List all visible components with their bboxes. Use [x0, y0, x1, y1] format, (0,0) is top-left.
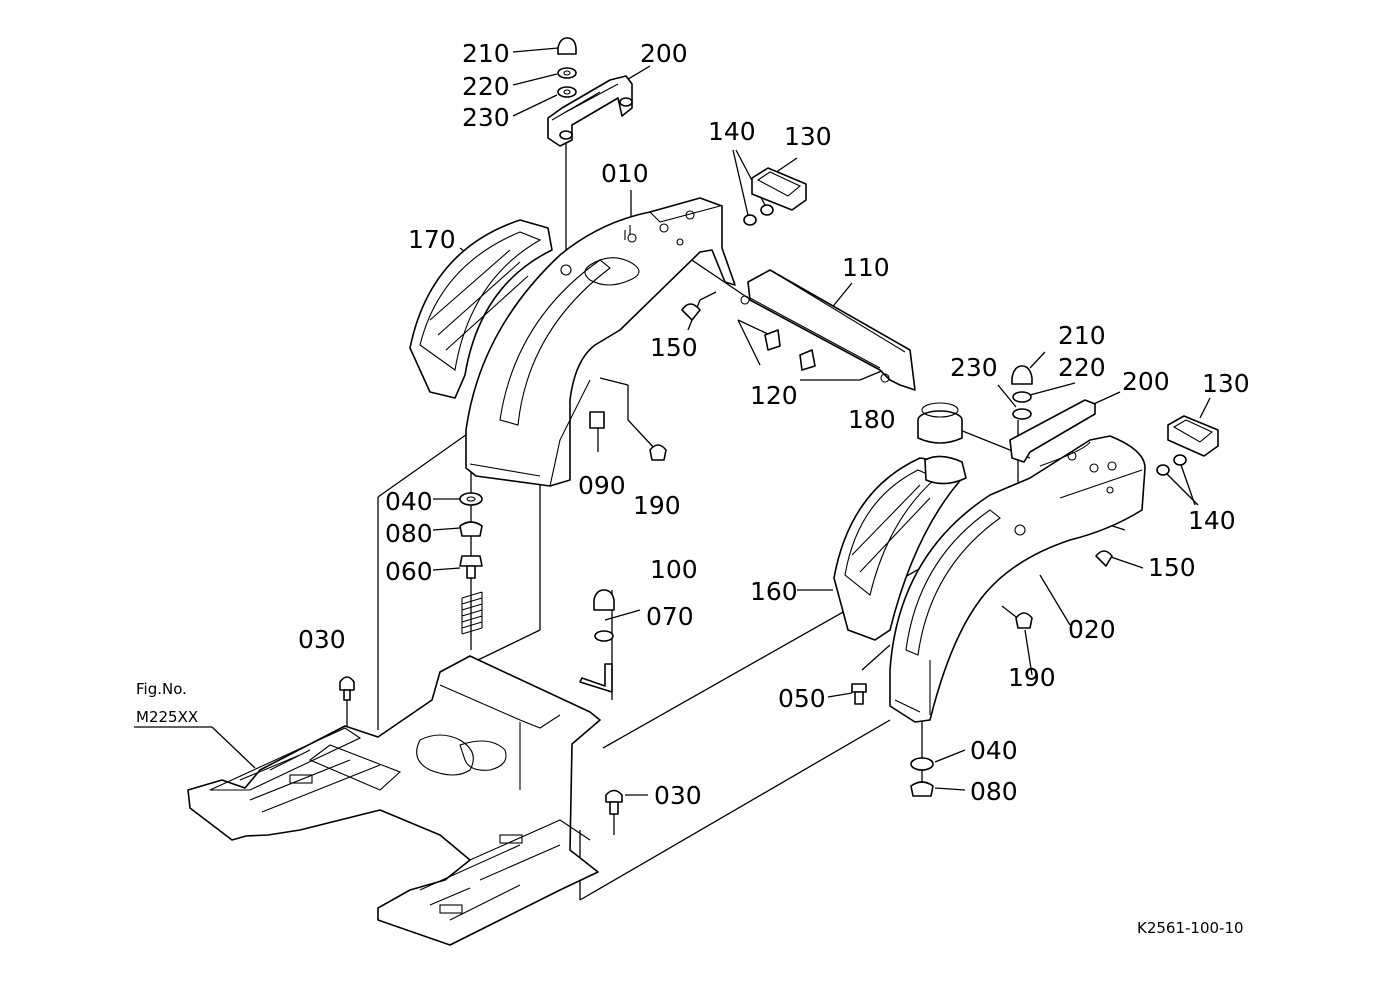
- washer-220-top: [557, 67, 577, 79]
- callout-060: 060: [385, 557, 433, 586]
- callout-180: 180: [848, 405, 896, 434]
- callout-040: 040: [385, 487, 433, 516]
- bolts-120: [764, 329, 816, 371]
- filler-neck-180: [917, 402, 967, 485]
- callout-120: 120: [750, 381, 798, 410]
- callout-140: 140: [708, 117, 756, 146]
- callout-190: 190: [1008, 663, 1056, 692]
- nuts-140-left: [743, 204, 774, 226]
- callout-140: 140: [1188, 506, 1236, 535]
- figure-reference: Fig.No. M225XX: [134, 680, 212, 728]
- callout-220: 220: [462, 72, 510, 101]
- callout-040: 040: [970, 736, 1018, 765]
- callout-labels: 210 220 230 200 140 130 010 170 110 150 …: [298, 39, 1250, 810]
- callout-210: 210: [1058, 321, 1106, 350]
- callout-050: 050: [778, 684, 826, 713]
- rubber-pad-130-right: [1167, 415, 1219, 457]
- fig-ref-prefix: Fig.No.: [136, 680, 187, 698]
- callout-090: 090: [578, 471, 626, 500]
- cap-nut-210-top: [557, 37, 577, 55]
- grab-handle-right: [1009, 399, 1096, 463]
- callout-150: 150: [1148, 553, 1196, 582]
- callout-220: 220: [1058, 353, 1106, 382]
- callout-030: 030: [298, 625, 346, 654]
- cover-110: [740, 269, 916, 391]
- drawing-code: K2561-100-10: [1137, 919, 1244, 937]
- callout-200: 200: [640, 39, 688, 68]
- bolt-050: [851, 683, 867, 705]
- callout-080: 080: [970, 777, 1018, 806]
- callout-080: 080: [385, 519, 433, 548]
- callout-170: 170: [408, 225, 456, 254]
- callout-230: 230: [950, 353, 998, 382]
- floor-frame: [187, 655, 601, 946]
- washer-040-left: [459, 492, 483, 506]
- cap-nut-210-right: [1011, 365, 1033, 385]
- callout-230: 230: [462, 103, 510, 132]
- flange-bolt-060: [459, 555, 483, 579]
- rubber-pad-130-left: [751, 167, 807, 211]
- callout-070: 070: [646, 602, 694, 631]
- left-step-170: [409, 219, 553, 399]
- nuts-140-right: [1156, 454, 1187, 476]
- callout-200: 200: [1122, 367, 1170, 396]
- washer-230-right: [1012, 408, 1032, 420]
- grab-handle-top: [547, 75, 633, 147]
- bolt-190-right: [1015, 612, 1033, 629]
- callout-010: 010: [601, 159, 649, 188]
- grommet-090: [589, 411, 605, 429]
- callout-110: 110: [842, 253, 890, 282]
- bolt-030-left: [339, 676, 355, 701]
- bolt-030-center: [605, 789, 623, 815]
- callout-020: 020: [1068, 615, 1116, 644]
- washer-040-right: [910, 757, 934, 771]
- collar-080-right: [910, 781, 934, 797]
- spring: [461, 591, 483, 635]
- callout-130: 130: [1202, 369, 1250, 398]
- fig-ref-number: M225XX: [136, 708, 198, 726]
- bolt-150-left: [681, 303, 701, 321]
- callout-190: 190: [633, 491, 681, 520]
- bracket: [579, 663, 613, 693]
- callout-160: 160: [750, 577, 798, 606]
- washer-070: [594, 630, 614, 642]
- left-fender-010: [465, 197, 736, 487]
- collar-080-left: [459, 521, 483, 537]
- right-fender-020: [889, 435, 1146, 723]
- washer-230-top: [557, 86, 577, 98]
- callout-210: 210: [462, 39, 510, 68]
- bolt-150-right: [1095, 550, 1113, 567]
- callout-030: 030: [654, 781, 702, 810]
- cap-nut-100: [593, 589, 615, 611]
- washer-220-right: [1012, 391, 1032, 403]
- bolt-190-left: [649, 444, 667, 461]
- callout-150: 150: [650, 333, 698, 362]
- callout-130: 130: [784, 122, 832, 151]
- callout-100: 100: [650, 555, 698, 584]
